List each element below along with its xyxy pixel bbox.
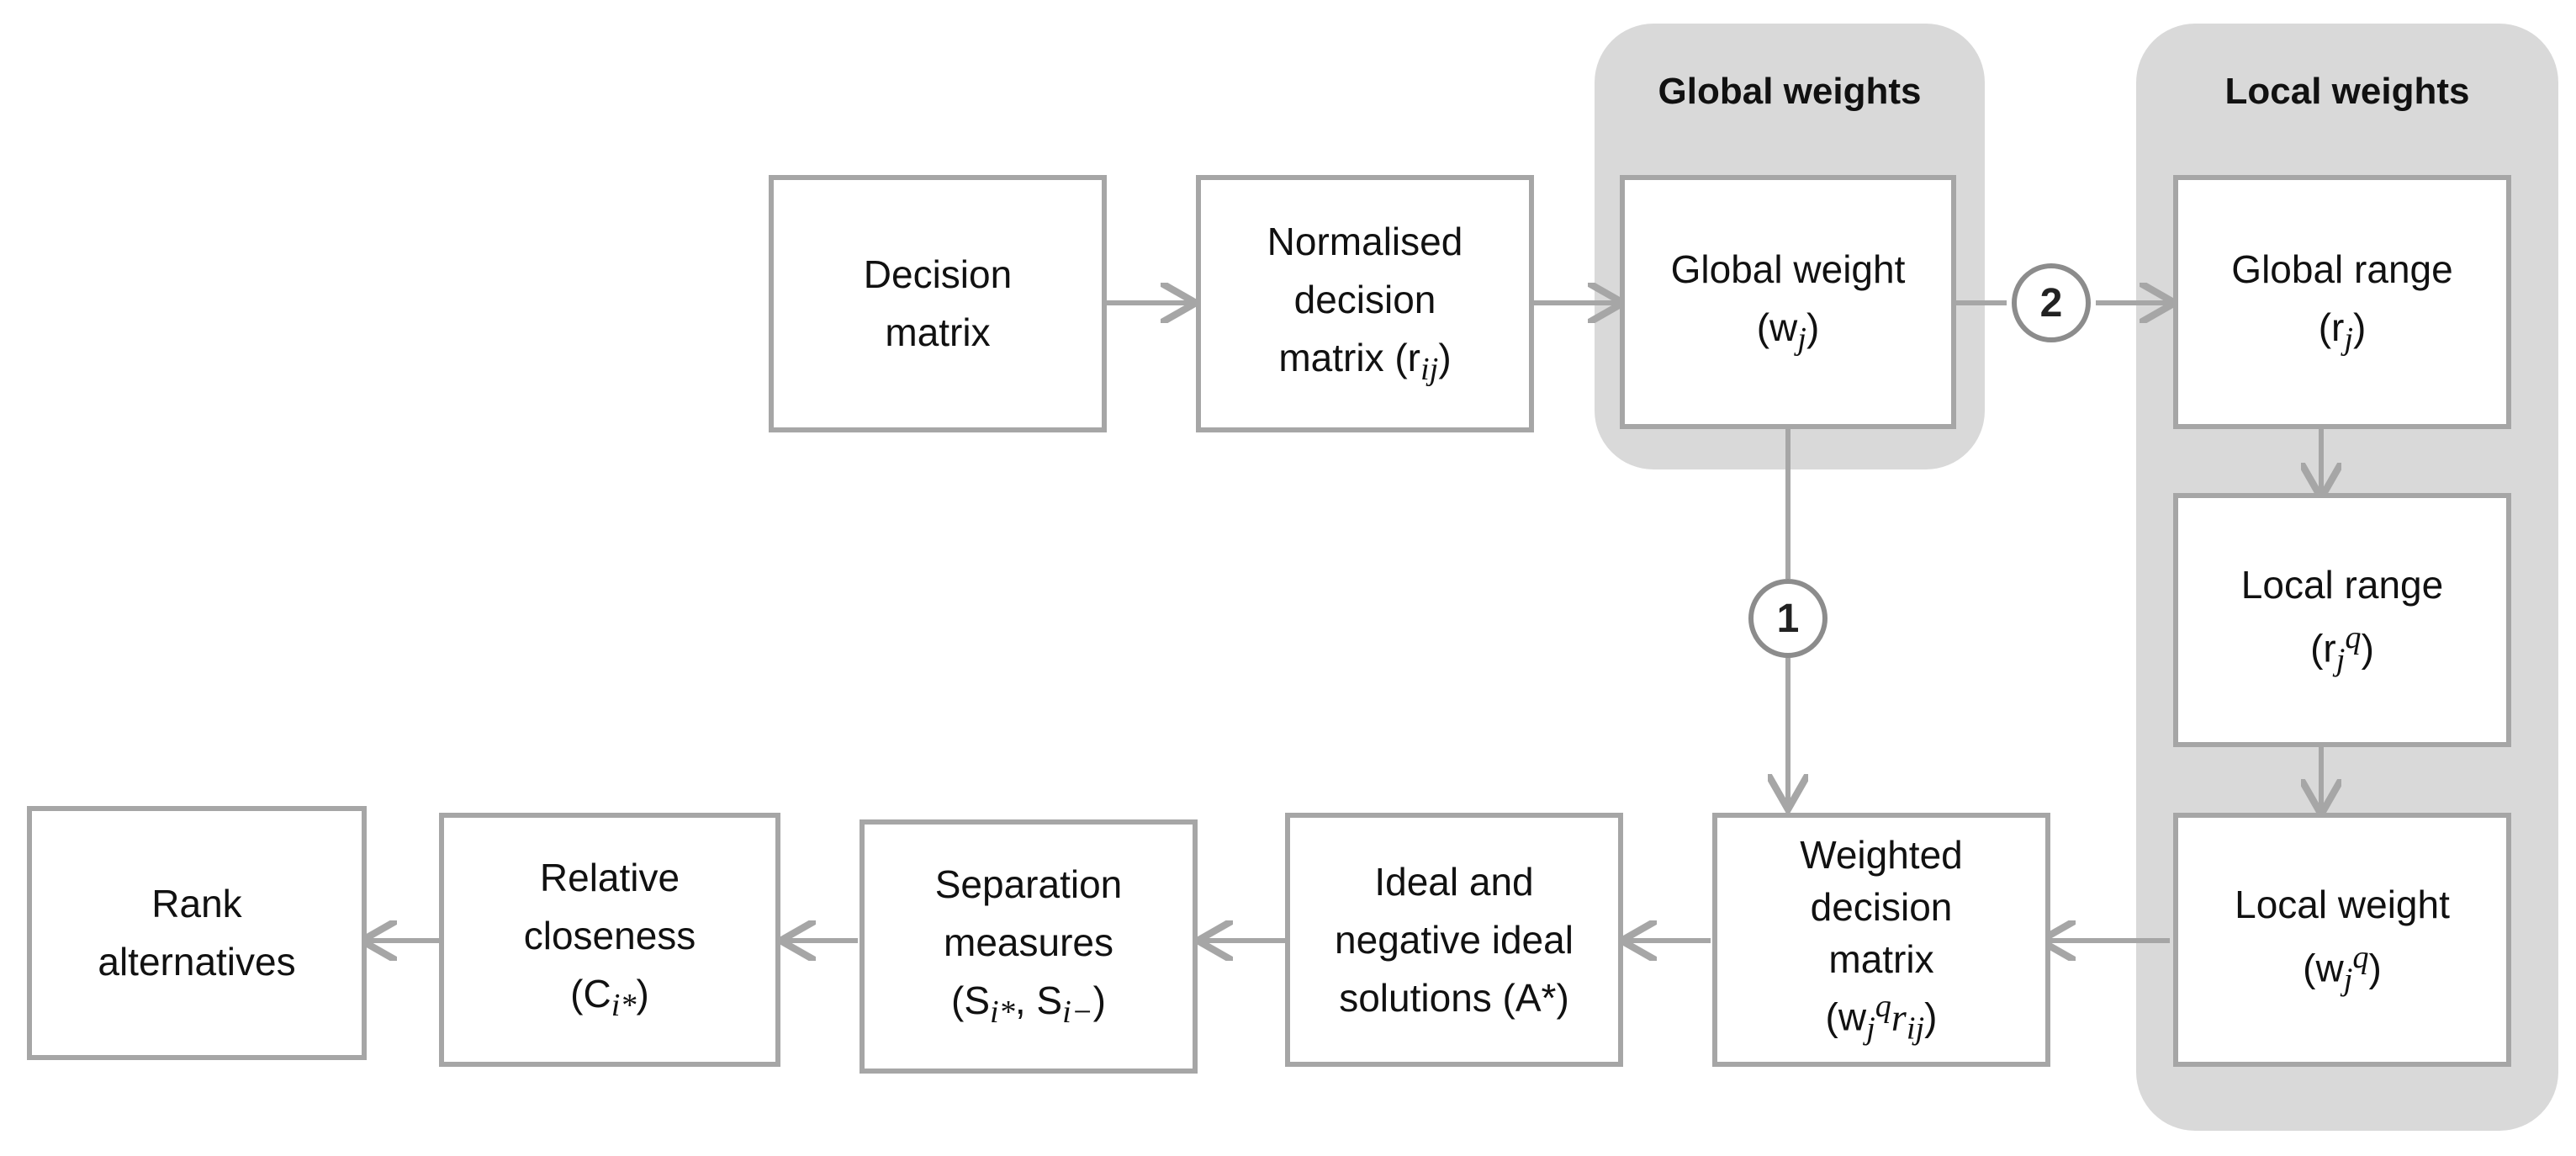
global-weight-box: Global weight (wj): [1620, 175, 1956, 429]
global-range-line1: Global range: [2231, 247, 2453, 291]
ideal-line1: Ideal and: [1374, 859, 1534, 904]
rank-line2: alternatives: [98, 940, 296, 984]
separation-formula: (Si*, Si−): [951, 978, 1106, 1031]
decision-matrix-line2: matrix: [885, 310, 991, 354]
ideal-line3: solutions (A*): [1339, 975, 1569, 1020]
global-range-formula: (rj): [2318, 305, 2367, 357]
separation-line1: Separation: [934, 862, 1123, 907]
ideal-solutions-box: Ideal and negative ideal solutions (A*): [1285, 813, 1623, 1067]
closeness-line1: Relative: [539, 856, 680, 900]
weighted-line2: decision: [1810, 884, 1953, 929]
closeness-formula: (Ci*): [570, 972, 649, 1024]
separation-line2: measures: [944, 920, 1113, 965]
weighted-formula: (wjqrij): [1825, 989, 1938, 1047]
rank-alternatives-box: Rank alternatives: [27, 806, 367, 1060]
weighted-decision-matrix-box: Weighted decision matrix (wjqrij): [1712, 813, 2050, 1067]
weighted-line1: Weighted: [1800, 832, 1963, 877]
global-weight-formula: (wj): [1756, 305, 1820, 357]
rank-line1: Rank: [151, 882, 242, 925]
local-weights-title: Local weights: [2224, 71, 2470, 112]
local-range-formula: (rjq): [2310, 619, 2374, 678]
path-one-label: 1: [1776, 596, 1800, 641]
closeness-line2: closeness: [523, 914, 696, 958]
global-weights-title: Global weights: [1658, 71, 1922, 112]
normalised-line2: decision: [1293, 278, 1436, 322]
local-range-box: Local range (rjq): [2173, 493, 2511, 747]
local-range-line1: Local range: [2240, 562, 2444, 607]
weighted-line3: matrix: [1828, 936, 1934, 981]
local-weight-formula: (wjq): [2303, 939, 2382, 998]
global-weight-line1: Global weight: [1670, 247, 1906, 291]
ideal-line2: negative ideal: [1335, 917, 1574, 962]
normalised-line3: matrix (rij): [1278, 336, 1452, 388]
path-two-label: 2: [2039, 280, 2063, 326]
path-two-badge: 2: [2012, 263, 2091, 342]
normalised-decision-matrix-box: Normalised decision matrix (rij): [1196, 175, 1534, 432]
separation-measures-box: Separation measures (Si*, Si−): [860, 819, 1198, 1074]
decision-matrix-line1: Decision: [863, 252, 1013, 296]
normalised-line1: Normalised: [1267, 220, 1463, 264]
decision-matrix-box: Decision matrix: [769, 175, 1107, 432]
global-range-box: Global range (rj): [2173, 175, 2511, 429]
local-weight-box: Local weight (wjq): [2173, 813, 2511, 1067]
local-weight-line1: Local weight: [2235, 882, 2450, 926]
path-one-badge: 1: [1748, 579, 1828, 658]
relative-closeness-box: Relative closeness (Ci*): [439, 813, 780, 1067]
